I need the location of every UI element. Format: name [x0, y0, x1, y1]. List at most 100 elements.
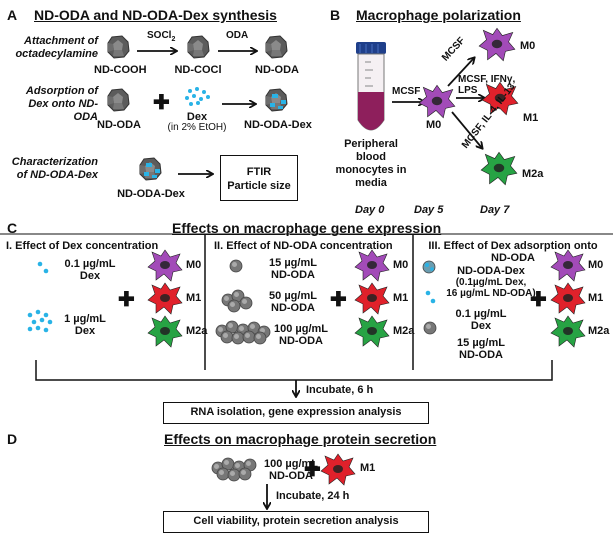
panel-a-title: ND-ODA and ND-ODA-Dex synthesis [34, 7, 277, 23]
sec2-conc3-name: ND-ODA [279, 335, 323, 347]
nd-cooh-particle [107, 35, 130, 59]
plus-c3: ✚ [530, 289, 547, 311]
incubate-6h: Incubate, 6 h [306, 384, 374, 396]
d-conc-name: ND-ODA [269, 470, 313, 482]
sec3-nd-name: ND-ODA [459, 349, 503, 361]
nd-oda-particle-2 [107, 88, 130, 112]
m1-conditions: MCSF, IFNγ, LPS [458, 74, 516, 96]
reagent-oda: ODA [226, 30, 249, 41]
sec3-dex: 0.1 µg/mL Dex [446, 308, 516, 332]
d-conc: 100 µg/mL ND-ODA [258, 458, 324, 482]
panel-b-title: Macrophage polarization [356, 7, 521, 23]
m0-cell-top [478, 27, 516, 62]
sec3-nd-oda-dex-title: ND-ODA-Dex [457, 265, 525, 277]
label-nd-oda-dex-2: ND-ODA-Dex [117, 188, 185, 200]
c2-m0-cell [354, 249, 390, 282]
m0-cell-mid [418, 84, 456, 119]
c3-dex-dots [425, 290, 436, 304]
row3-label: Characterization of ND-ODA-Dex [11, 156, 98, 181]
rna-box: RNA isolation, gene expression analysis [163, 402, 429, 424]
sec3-nd-conc: 15 µg/mL [457, 337, 505, 349]
c2-m1-cell [354, 282, 390, 315]
incubate-24h: Incubate, 24 h [276, 490, 350, 502]
sec3-nd-oda-dex: ND-ODA-Dex (0.1µg/mL Dex, 16 µg/mL ND-OD… [437, 265, 545, 300]
arrow-b4 [451, 111, 482, 148]
plus-c1: ✚ [118, 289, 135, 311]
sec3-nd-oda-dex-line3: 16 µg/mL ND-ODA) [446, 288, 536, 299]
arrow-b2 [447, 58, 474, 87]
c2-m1-label: M1 [393, 292, 409, 304]
m0-top-label: M0 [520, 40, 536, 52]
c3-m0-label: M0 [588, 259, 604, 271]
reagent-socl2-text: SOCl [147, 30, 172, 41]
dex-dots [185, 87, 210, 106]
reagent-socl2-sub: 2 [171, 36, 176, 43]
d-nd-cluster [211, 457, 257, 482]
sec2-conc1-name: ND-ODA [271, 269, 315, 281]
dex-low-dots [37, 261, 49, 274]
sec2-conc1: 15 µg/mL ND-ODA [260, 257, 326, 281]
sec1-dex1-name: Dex [79, 270, 101, 282]
label-nd-oda: ND-ODA [255, 64, 299, 76]
c3-m1-label: M1 [588, 292, 604, 304]
panel-a-letter: A [7, 7, 18, 23]
ftir-text: FTIR [246, 166, 272, 178]
section3-title-line1: III. Effect of Dex adsorption onto [428, 240, 598, 252]
sec1-dex1: 0.1 µg/mL Dex [50, 258, 130, 282]
c2-m2a-label: M2a [393, 325, 415, 337]
panel-d-title: Effects on macrophage protein secretion [164, 431, 437, 447]
m0-mid-label: M0 [426, 119, 442, 131]
label-nd-cooh: ND-COOH [94, 64, 147, 76]
nd-oda-particle [265, 35, 288, 59]
c2-m0-label: M0 [393, 259, 409, 271]
c1-m1-label: M1 [186, 292, 202, 304]
sec3-dex-conc: 0.1 µg/mL [455, 308, 507, 320]
mcsf-label: MCSF [392, 86, 421, 97]
c1-m0-cell [147, 249, 183, 282]
c1-m1-cell [147, 282, 183, 315]
panel-b-letter: B [330, 7, 341, 23]
c3-m1-cell [550, 282, 586, 315]
day5-label: Day 5 [414, 204, 444, 216]
label-nd-oda-2: ND-ODA [97, 119, 141, 131]
sec3-dex-name: Dex [470, 320, 492, 332]
plus-a: ✚ [153, 92, 170, 114]
sec2-conc2-name: ND-ODA [271, 302, 315, 314]
reagent-socl2: SOCl2 [147, 30, 175, 45]
c3-nd-dex [422, 260, 436, 274]
section3-title: III. Effect of Dex adsorption onto ND-OD… [418, 240, 608, 264]
dex-high-dots [27, 309, 53, 333]
day0-label: Day 0 [355, 204, 385, 216]
c3-m2a-cell [550, 315, 586, 348]
c2-nd-low [229, 259, 243, 273]
m1-label: M1 [523, 112, 539, 124]
day7-label: Day 7 [480, 204, 510, 216]
c3-nd [423, 321, 437, 335]
c2-m2a-cell [354, 315, 390, 348]
label-dex-sub: (in 2% EtOH) [167, 122, 227, 133]
dex-coating [144, 94, 286, 178]
c1-m2a-label: M2a [186, 325, 208, 337]
tube-icon [356, 42, 386, 131]
plus-c2: ✚ [330, 289, 347, 311]
panel-c-letter: C [7, 220, 18, 236]
sec2-conc1-value: 15 µg/mL [269, 257, 317, 269]
sec1-dex2-conc: 1 µg/mL [64, 313, 106, 325]
sec2-conc3: 100 µg/mL ND-ODA [268, 323, 334, 347]
label-dex: Dex [186, 111, 208, 123]
monocytes-label: Peripheral blood monocytes in media [335, 138, 407, 189]
particle-size-text: Particle size [227, 180, 291, 192]
c3-m2a-label: M2a [588, 325, 610, 337]
section3-title-line2: ND-ODA [491, 252, 535, 264]
d-m1-cell [320, 453, 356, 486]
bracket [35, 360, 553, 381]
sec3-nd: 15 µg/mL ND-ODA [446, 337, 516, 361]
row2-label: Adsorption of Dex onto ND-ODA [25, 85, 98, 123]
panel-d-letter: D [7, 431, 18, 447]
section2-title: II. Effect of ND-ODA concentration [214, 240, 393, 252]
plus-d: ✚ [304, 459, 321, 481]
row1-label: Attachment of octadecylamine [15, 35, 98, 60]
section1-title: I. Effect of Dex concentration [6, 240, 159, 252]
d-m1-label: M1 [360, 462, 376, 474]
